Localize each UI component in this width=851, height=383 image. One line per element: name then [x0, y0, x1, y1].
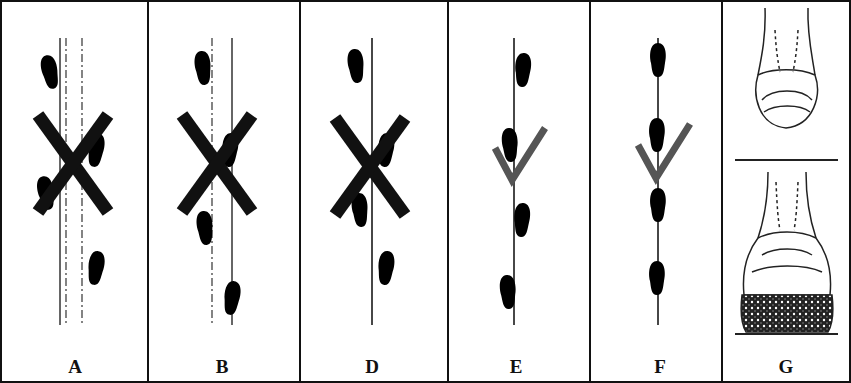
panel-label: A — [68, 357, 82, 376]
panel-label: G — [779, 357, 794, 376]
panel-e-track — [495, 38, 545, 325]
panel-dividers — [148, 1, 722, 382]
panel-label: E — [510, 357, 523, 376]
panel-label: F — [654, 357, 666, 376]
panel-d-track — [335, 38, 405, 325]
heel-illustration — [735, 8, 838, 334]
panel-f-track — [638, 38, 690, 325]
panel-label: D — [365, 357, 379, 376]
panel-b-track — [182, 38, 252, 325]
panel-label: B — [216, 357, 229, 376]
panel-a-track — [35, 38, 108, 325]
